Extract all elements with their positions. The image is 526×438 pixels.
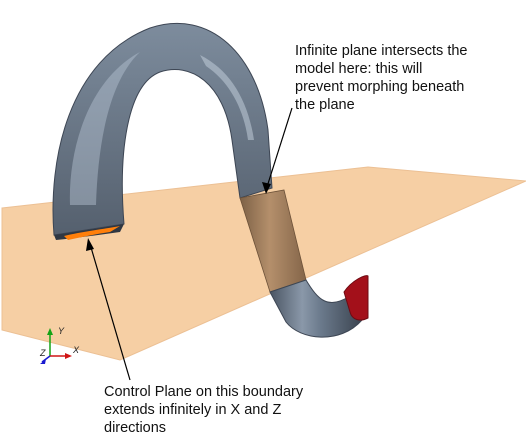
intersect-callout-text: Infinite plane intersects the model here… (295, 43, 468, 113)
pipe-highlight-right (200, 55, 254, 140)
control-plane-callout-text: Control Plane on this boundary extends i… (104, 384, 304, 436)
axis-x-label: X (73, 345, 80, 355)
callout-arrow-icon (262, 107, 293, 194)
pipe-bend[interactable] (52, 22, 273, 236)
xyz-triad-icon (40, 328, 72, 364)
pipe-highlight (69, 52, 140, 205)
callout-arrow-icon (86, 238, 131, 381)
axis-z-label: Z (40, 348, 46, 358)
pipe-end-cap[interactable] (343, 275, 369, 321)
control-plane-boundary[interactable] (64, 226, 120, 240)
axis-y-label: Y (58, 326, 65, 336)
